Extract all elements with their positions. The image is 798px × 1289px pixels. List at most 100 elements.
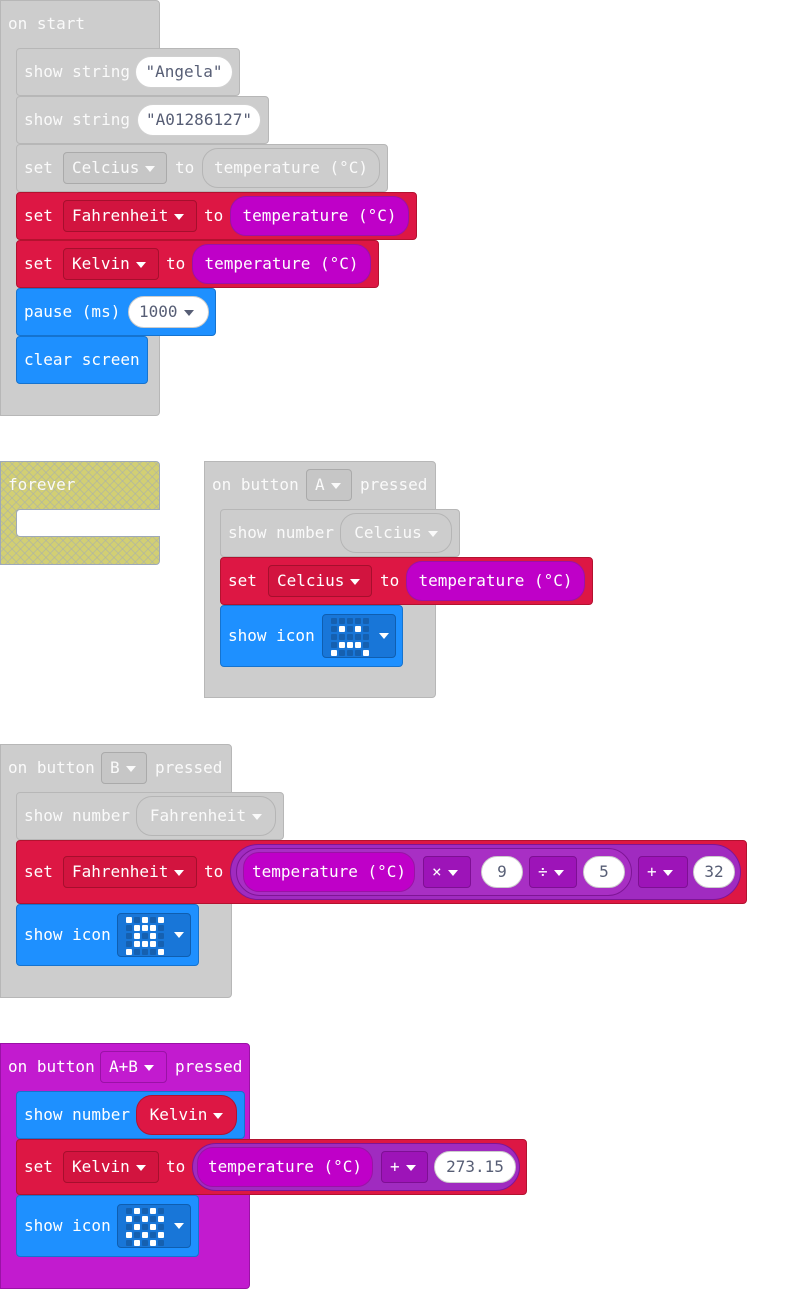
caret-down-icon xyxy=(350,578,361,585)
clear-screen-block[interactable] xyxy=(16,336,148,384)
temperature-reporter[interactable]: temperature (°C) xyxy=(197,1147,373,1187)
set-label: set xyxy=(24,158,53,177)
forever-slot xyxy=(16,509,160,537)
caret-down-icon xyxy=(145,165,156,172)
dropdown-value: + xyxy=(390,1157,400,1176)
caret-down-icon xyxy=(330,482,341,489)
caret-down-icon xyxy=(379,633,389,639)
operator-dropdown-multiply[interactable]: × xyxy=(423,856,471,888)
variable-dropdown-celcius[interactable]: Celcius xyxy=(268,565,372,597)
dropdown-value: Fahrenheit xyxy=(72,862,169,881)
caret-down-icon xyxy=(174,1223,184,1229)
pressed-label: pressed xyxy=(155,758,223,777)
show-icon-label: show icon xyxy=(228,626,315,645)
variable-reporter-fahrenheit[interactable]: Fahrenheit xyxy=(136,796,276,836)
set-label: set xyxy=(24,1157,53,1176)
show-icon-label: show icon xyxy=(24,925,111,944)
variable-dropdown-fahrenheit[interactable]: Fahrenheit xyxy=(63,856,197,888)
dropdown-value: A xyxy=(315,475,325,494)
caret-down-icon xyxy=(174,213,185,220)
number-input-32[interactable]: 32 xyxy=(693,856,735,888)
set-label: set xyxy=(228,571,257,590)
pressed-label: pressed xyxy=(175,1057,243,1076)
pause-label: pause (ms) xyxy=(24,302,121,321)
pause-duration-dropdown[interactable]: 1000 xyxy=(128,296,209,328)
show-string-label: show string xyxy=(24,110,130,129)
caret-down-icon xyxy=(125,765,136,772)
to-label: to xyxy=(204,206,224,225)
caret-down-icon xyxy=(427,530,438,537)
variable-dropdown-fahrenheit[interactable]: Fahrenheit xyxy=(63,200,197,232)
on-start-label: on start xyxy=(8,14,86,33)
dropdown-value: Kelvin xyxy=(72,254,130,273)
pressed-label: pressed xyxy=(360,475,428,494)
to-label: to xyxy=(380,571,400,590)
dropdown-value: + xyxy=(647,862,657,881)
caret-down-icon xyxy=(213,1112,224,1119)
caret-down-icon xyxy=(183,309,194,316)
caret-down-icon xyxy=(143,1064,154,1071)
clear-screen-label: clear screen xyxy=(24,350,140,369)
caret-down-icon xyxy=(174,932,184,938)
show-icon-label: show icon xyxy=(24,1216,111,1235)
to-label: to xyxy=(204,862,224,881)
reporter-value: Fahrenheit xyxy=(149,806,247,825)
show-number-label: show number xyxy=(228,523,334,542)
variable-dropdown-celcius[interactable]: Celcius xyxy=(63,152,167,184)
dropdown-value: Fahrenheit xyxy=(72,206,169,225)
reporter-value: Celcius xyxy=(354,523,422,542)
number-input-273-15[interactable]: 273.15 xyxy=(434,1151,516,1183)
to-label: to xyxy=(166,254,186,273)
operator-dropdown-add[interactable]: + xyxy=(638,856,688,888)
variable-dropdown-kelvin[interactable]: Kelvin xyxy=(63,248,159,280)
temperature-reporter[interactable]: temperature (°C) xyxy=(202,148,380,188)
temperature-reporter[interactable]: temperature (°C) xyxy=(406,561,585,601)
dropdown-value: Kelvin xyxy=(72,1157,130,1176)
caret-down-icon xyxy=(447,869,458,876)
caret-down-icon xyxy=(135,261,146,268)
led-icon-pattern xyxy=(126,1208,164,1246)
to-label: to xyxy=(166,1157,186,1176)
dropdown-value: Celcius xyxy=(72,158,140,177)
variable-dropdown-kelvin[interactable]: Kelvin xyxy=(63,1151,159,1183)
operator-dropdown-divide[interactable]: ÷ xyxy=(529,856,577,888)
show-string-label: show string xyxy=(24,62,130,81)
number-input-5[interactable]: 5 xyxy=(583,856,625,888)
caret-down-icon xyxy=(135,1164,146,1171)
dropdown-value: × xyxy=(432,862,442,881)
number-input-9[interactable]: 9 xyxy=(481,856,523,888)
button-dropdown-b[interactable]: B xyxy=(101,752,147,784)
dropdown-value: ÷ xyxy=(538,862,548,881)
dropdown-value: A+B xyxy=(109,1057,138,1076)
temperature-reporter[interactable]: temperature (°C) xyxy=(230,196,409,236)
button-dropdown-ab[interactable]: A+B xyxy=(100,1051,167,1083)
caret-down-icon xyxy=(174,869,185,876)
reporter-value: Kelvin xyxy=(149,1105,208,1124)
set-label: set xyxy=(24,862,53,881)
button-dropdown-a[interactable]: A xyxy=(306,469,352,501)
led-icon-sad xyxy=(331,618,369,656)
show-number-label: show number xyxy=(24,1105,130,1124)
set-label: set xyxy=(24,254,53,273)
temperature-reporter[interactable]: temperature (°C) xyxy=(192,244,371,284)
string-input-id[interactable]: "A01286127" xyxy=(137,104,261,136)
dropdown-value: B xyxy=(110,758,120,777)
dropdown-value: Celcius xyxy=(277,571,345,590)
caret-down-icon xyxy=(662,869,673,876)
caret-down-icon xyxy=(553,869,564,876)
forever-label: forever xyxy=(8,475,76,494)
on-button-label: on button xyxy=(212,475,299,494)
dropdown-value: 1000 xyxy=(139,302,178,321)
icon-picker-dropdown[interactable] xyxy=(117,1204,191,1248)
show-number-label: show number xyxy=(24,806,130,825)
on-button-label: on button xyxy=(8,1057,95,1076)
string-input-angela[interactable]: "Angela" xyxy=(135,56,233,88)
temperature-reporter[interactable]: temperature (°C) xyxy=(243,852,415,892)
variable-reporter-kelvin[interactable]: Kelvin xyxy=(136,1095,237,1135)
icon-picker-dropdown[interactable] xyxy=(117,913,191,957)
operator-dropdown-add[interactable]: + xyxy=(381,1151,428,1183)
caret-down-icon xyxy=(405,1164,416,1171)
variable-reporter-celcius[interactable]: Celcius xyxy=(340,513,452,553)
led-icon-pattern xyxy=(126,917,164,955)
icon-picker-dropdown[interactable] xyxy=(322,614,396,658)
